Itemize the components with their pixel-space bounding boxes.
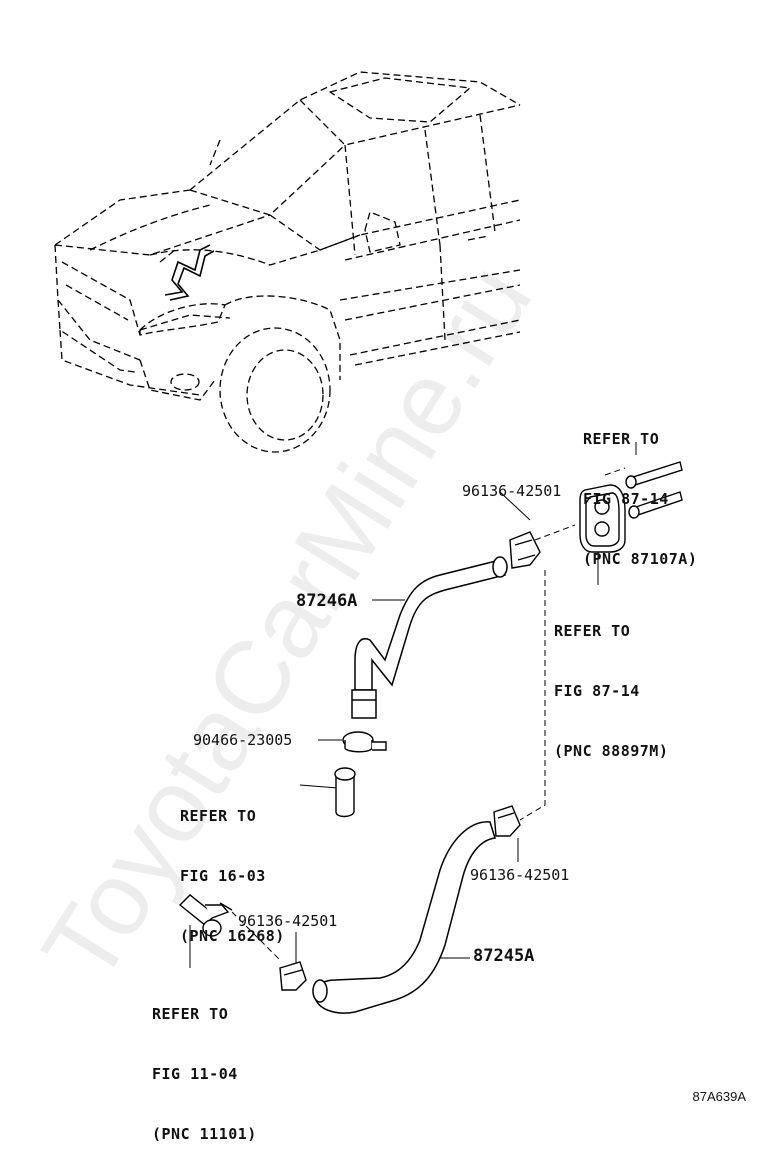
hose-indicator (164, 244, 215, 301)
ref-label-mid-left: REFER TO FIG 16-03 (PNC 16268) (180, 766, 285, 966)
part-number-hose-lower: 87245A (473, 946, 535, 966)
ref-line: FIG 87-14 (554, 682, 640, 700)
ref-line: (PNC 11101) (152, 1125, 257, 1143)
pipes-top-right (625, 461, 683, 519)
hose-87245a (312, 821, 496, 1014)
part-number-clip-top: 96136-42501 (462, 482, 562, 500)
grommet-plate (579, 484, 626, 553)
clip-top (509, 531, 541, 569)
parts-diagram (54, 71, 683, 1014)
ref-line: FIG 11-04 (152, 1065, 238, 1083)
ref-line: FIG 87-14 (583, 490, 669, 508)
ref-line: REFER TO (583, 430, 660, 448)
ref-label-mid-right: REFER TO FIG 87-14 (PNC 88897M) (554, 581, 668, 781)
part-number-hose-upper: 87246A (296, 591, 358, 611)
hose-87246a (351, 556, 508, 719)
ref-line: REFER TO (152, 1005, 229, 1023)
clip-bottom-left (279, 961, 307, 991)
fitting-16-03 (334, 767, 356, 818)
vehicle-outline (54, 71, 521, 453)
ref-line: FIG 16-03 (180, 867, 266, 885)
part-number-clamp: 90466-23005 (193, 731, 293, 749)
ref-line: (PNC 16268) (180, 927, 285, 945)
clamp (342, 731, 387, 753)
fitting-11-04 (178, 894, 233, 937)
part-number-clip-mid: 96136-42501 (470, 866, 570, 884)
ref-label-bottom-left: REFER TO FIG 11-04 (PNC 11101) (152, 964, 257, 1164)
ref-line: (PNC 88897M) (554, 742, 669, 760)
clip-bottom (493, 805, 521, 837)
ref-line: REFER TO (554, 622, 631, 640)
leader-lines (189, 442, 637, 968)
ref-label-top-right: REFER TO FIG 87-14 (PNC 87107A) (583, 389, 697, 589)
diagram-code: 87A639A (692, 1089, 747, 1104)
ref-line: REFER TO (180, 807, 257, 825)
part-number-clip-bottom: 96136-42501 (238, 912, 338, 930)
ref-line: (PNC 87107A) (583, 550, 698, 568)
